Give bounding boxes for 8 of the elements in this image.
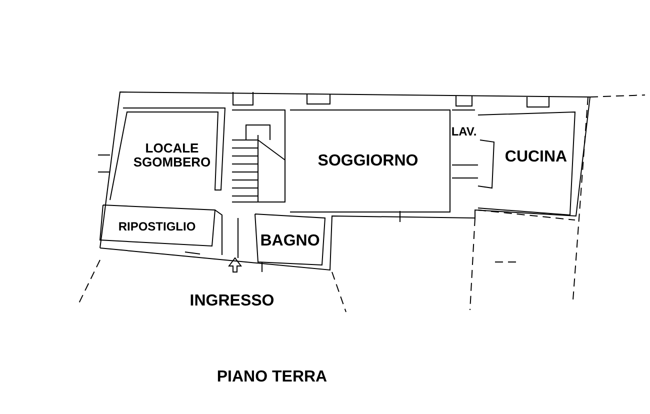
room-label: RIPOSTIGLIO bbox=[118, 220, 196, 234]
room-label: CUCINA bbox=[504, 150, 568, 166]
area-label: INGRESSO bbox=[190, 294, 274, 310]
room-label: LAV. bbox=[451, 126, 477, 138]
room-label: SOGGIORNO bbox=[318, 154, 418, 170]
room-label: LOCALE SGOMBERO bbox=[132, 141, 212, 169]
room-label: BAGNO bbox=[260, 234, 320, 250]
plan-title: PIANO TERRA bbox=[216, 370, 328, 386]
